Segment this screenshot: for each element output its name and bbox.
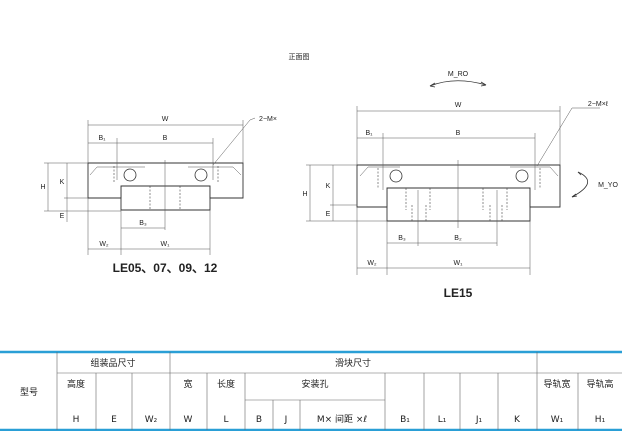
col-b: B [256,415,262,425]
col-l1: L₁ [438,415,447,425]
dim-b1: B₁ [98,135,106,142]
left-rail [120,183,211,211]
right-drawing: W B₁ B H K E B₃ B₂ W₂ W₁ 2−M×ℓ M_RO M_YO… [302,71,618,300]
view-title: 正面图 [289,53,310,61]
col-m-pitch-l: M× 间距 ×ℓ [317,413,367,425]
right-block [356,164,561,208]
tap-label: 2−M× [259,116,277,123]
dim-k: K [60,179,65,186]
dim-e: E [326,211,331,218]
col-j: J [284,415,288,425]
col-w: W [184,415,193,425]
col-l: L [223,415,228,425]
right-caption: LE15 [444,286,473,300]
dim-b: B [456,130,461,137]
left-caption: LE05、07、09、12 [113,261,218,275]
header-model: 型号 [20,387,38,398]
left-block [87,162,244,199]
dim-k: K [326,183,331,190]
moment-yo-label: M_YO [598,182,618,189]
col-h1: H₁ [595,415,606,425]
dim-h: H [40,184,45,191]
dim-h: H [302,191,307,198]
col-h: H [73,415,80,425]
spec-table: 型号 组装品尺寸 滑块尺寸 高度 宽 长度 安装孔 导轨宽 导轨高 H E W₂… [0,350,622,431]
header-rail-width: 导轨宽 [543,378,570,390]
col-e: E [111,415,117,425]
header-rail-height: 导轨高 [586,378,613,390]
dim-w1: W₁ [161,241,171,248]
dim-b2: B₂ [454,235,462,242]
dim-w: W [162,116,169,123]
moment-yo-arrow-icon [571,171,588,198]
header-height: 高度 [67,378,85,390]
header-width: 宽 [183,378,192,390]
header-block: 滑块尺寸 [335,357,371,369]
left-drawing: W B₁ B H K E B₃ W₂ W₁ 2−M× LE05、07、09、12 [40,116,276,275]
tap-label: 2−M×ℓ [588,101,609,108]
moment-ro-label: M_RO [448,71,469,78]
right-rail [386,186,531,222]
dim-w2: W₂ [99,241,109,248]
dim-b3: B₃ [398,235,406,242]
col-j1: J₁ [475,415,483,425]
dim-b1: B₁ [365,130,373,137]
header-assembly: 组装品尺寸 [90,357,135,369]
moment-ro-arrow-icon [429,80,487,87]
col-w2: W₂ [145,415,158,425]
dim-b3: B₃ [139,220,147,227]
dim-w2: W₂ [367,260,377,267]
header-mount-hole: 安装孔 [301,378,328,390]
dim-b: B [163,135,168,142]
dim-e: E [60,213,65,220]
col-k: K [514,415,521,425]
dim-w: W [455,102,462,109]
col-b1: B₁ [400,415,410,425]
col-w1: W₁ [551,415,564,425]
header-length: 长度 [217,378,235,390]
dim-w1: W₁ [454,260,464,267]
